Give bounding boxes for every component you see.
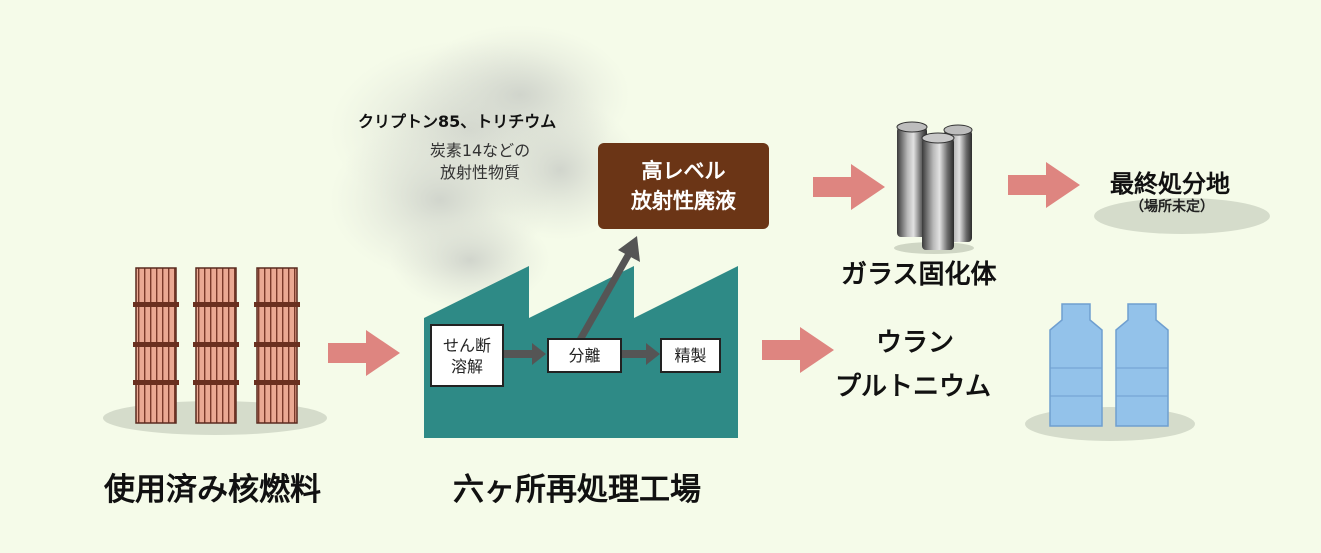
step-label: せん断 溶解: [442, 335, 491, 376]
emissions-sub: 炭素14などの 放射性物質: [410, 140, 550, 184]
flow-arrow: [813, 164, 885, 210]
container: [1115, 303, 1169, 427]
step-label: 精製: [674, 346, 707, 365]
step-shear-dissolve: せん断 溶解: [430, 324, 504, 387]
hlw-line2: 放射性廃液: [631, 189, 736, 213]
process-arrow: [622, 343, 660, 365]
emissions-sub-line2: 放射性物質: [439, 163, 520, 182]
hlw-line1: 高レベル: [641, 159, 726, 183]
disposal-note: （場所未定）: [1130, 199, 1214, 215]
flow-arrow: [328, 330, 400, 376]
step-purification: 精製: [660, 338, 721, 373]
emissions-sub-line1: 炭素14などの: [429, 141, 531, 160]
hlw-arrow: [576, 236, 640, 342]
glass-canisters: [894, 121, 974, 254]
products-line2: プルトニウム: [835, 372, 992, 402]
fuel-assembly: [133, 267, 179, 424]
step-separation: 分離: [547, 338, 622, 373]
container: [1049, 303, 1103, 427]
disposal-ground: [1094, 198, 1270, 234]
step-label: 分離: [568, 346, 601, 365]
emissions-main: クリプトン85、トリチウム: [358, 112, 557, 131]
flow-arrow: [1008, 162, 1080, 208]
high-level-waste-box: 高レベル 放射性廃液: [598, 143, 769, 229]
process-arrow: [504, 343, 546, 365]
fuel-assembly: [193, 267, 239, 424]
fuel-assembly: [254, 267, 300, 424]
disposal-label: 最終処分地: [1110, 170, 1230, 198]
plant-label: 六ヶ所再処理工場: [453, 472, 701, 508]
glass-label: ガラス固化体: [841, 260, 997, 290]
smoke-cloud: [330, 25, 640, 310]
products-line1: ウラン: [876, 328, 955, 358]
flow-arrow: [762, 327, 834, 373]
spent-fuel-label: 使用済み核燃料: [104, 472, 321, 508]
